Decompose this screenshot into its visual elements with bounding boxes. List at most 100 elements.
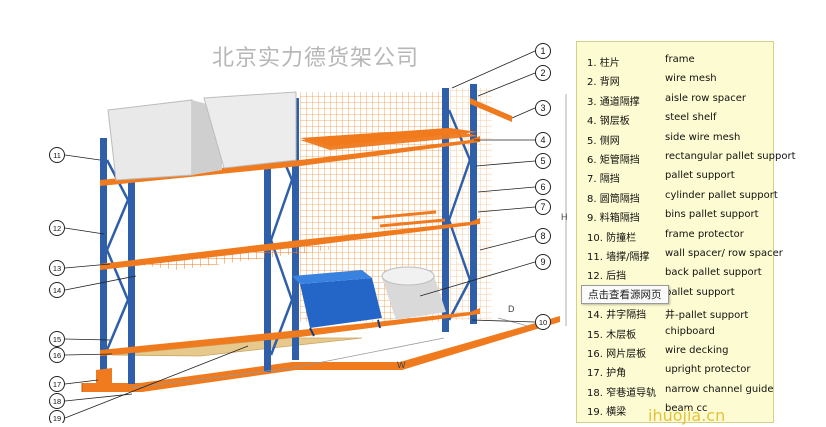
callout-leader [471, 319, 536, 323]
legend-row: 18. 窄巷道导轨 narrow channel guide [577, 384, 775, 403]
legend-cn-label: 10. 防撞栏 [587, 232, 637, 244]
legend-en-label: narrow channel guide [665, 383, 774, 395]
view-source-tooltip[interactable]: 点击查看源网页 [581, 285, 669, 304]
callout-leader [64, 345, 249, 419]
footer-watermark: ihuojia.cn [648, 406, 726, 425]
legend-en-label: frame protector [665, 228, 744, 240]
callout-circle [535, 179, 551, 195]
legend-panel: 1. 柱片 frame 2. 背网 wire mesh 3. 通道隔撑 aisle row… [576, 41, 796, 423]
callout-circle [49, 331, 65, 347]
aisle-row-spacer [470, 98, 512, 122]
callout-leader [451, 50, 536, 89]
callout-number: 15 [53, 335, 61, 344]
callout-number: 9 [540, 257, 545, 267]
legend-row: 17. 护角 upright protector [577, 364, 775, 383]
legend-row: 2. 背网 wire mesh [577, 73, 775, 92]
legend-en-label: aisle row spacer [665, 92, 747, 104]
dimension-lines [129, 94, 567, 389]
legend-row: 10. 防撞栏 frame protector [577, 229, 775, 248]
legend-row: 7. 隔挡 pallet support [577, 170, 775, 189]
legend-cn-label: 4. 钢层板 [587, 116, 630, 128]
callout-circle [49, 282, 65, 298]
chipboard-shelf [111, 337, 363, 357]
callout-leader [64, 338, 111, 341]
legend-cn-label: 15. 木层板 [587, 329, 637, 341]
callout-number: 11 [53, 151, 61, 160]
width-label: W [397, 360, 406, 370]
callout-leader [64, 275, 137, 291]
upright-protector [96, 368, 112, 388]
callout-circle [535, 153, 551, 169]
legend-en-label: frame [665, 54, 695, 65]
legend-row: 8. 圆筒隔挡 cylinder pallet support [577, 189, 778, 209]
legend-cn-label: 17. 护角 [587, 368, 627, 380]
legend-en-label: upright protector [665, 364, 751, 376]
legend-en-label: pallet support [665, 286, 735, 298]
legend-en-label: side wire mesh [665, 131, 741, 143]
callout-leader [64, 393, 133, 402]
steel-shelf [300, 128, 478, 150]
legend-en-label: wire mesh [665, 73, 717, 85]
legend-en-label: rectangular pallet support [665, 151, 796, 162]
legend-cn-label: 3. 通道隔撑 [587, 96, 640, 108]
legend-cn-label: 11. 墙撑/隔撑 [587, 252, 650, 263]
legend-en-label: back pallet support [665, 267, 762, 279]
legend-cn-label: 1. 柱片 [587, 58, 620, 69]
legend-cn-label: 16. 网片层板 [587, 349, 647, 360]
callout-number: 18 [53, 397, 61, 406]
callout-leader [477, 72, 536, 97]
legend-cn-label: 2. 背网 [587, 77, 620, 89]
callout-circle [49, 347, 65, 363]
callout-leader [477, 206, 536, 213]
callout-leader [475, 160, 536, 167]
legend-cn-label: 12. 后挡 [587, 271, 627, 283]
legend-row: 12. 后挡 back pallet support [577, 267, 775, 286]
callout-leader [64, 263, 111, 269]
legend-cn-label: 8. 圆筒隔挡 [587, 193, 640, 205]
callout-leader [64, 353, 113, 356]
callout-circle [535, 65, 551, 81]
callout-number: 10 [539, 318, 547, 327]
callout-leader [419, 261, 536, 297]
callout-number: 8 [540, 231, 545, 241]
white-boxes [107, 91, 297, 181]
legend-row: 4. 钢层板 steel shelf [577, 112, 775, 131]
callout-circle [535, 254, 551, 270]
callout-circle [49, 147, 65, 163]
callout-leader [64, 154, 101, 161]
legend-cn-label: 18. 窄巷道导轨 [587, 387, 657, 399]
legend-en-label: cylinder pallet support [665, 189, 778, 201]
callout-circle [49, 260, 65, 276]
callout-circle [535, 43, 551, 59]
callout-leader [477, 186, 536, 193]
callout-number: 1 [540, 46, 545, 56]
blue-bin [292, 270, 382, 337]
callout-number: 2 [540, 68, 545, 78]
callout-number: 4 [540, 135, 545, 145]
legend-en-label: steel shelf [665, 112, 717, 124]
legend-cn-label: 9. 料箱隔挡 [587, 213, 640, 225]
legend-row: 1. 柱片 frame [577, 54, 775, 73]
legend-cn-label: 19. 横梁 [587, 407, 627, 419]
legend-en-label: pallet support [665, 170, 735, 182]
callout-leader [479, 235, 536, 251]
callout-number: 12 [53, 224, 61, 233]
company-watermark: 北京实力德货架公司 [212, 46, 420, 71]
callout-number: 6 [540, 182, 545, 192]
legend-en-label: 井-pallet support [665, 310, 749, 322]
legend-row: 14. 井字隔挡井-pallet support [577, 306, 775, 325]
height-label: H [561, 212, 568, 222]
legend-cn-label: 7. 隔挡 [587, 174, 620, 186]
callout-circle [535, 199, 551, 215]
callout-circle [535, 314, 551, 330]
pallet-support-bars [371, 210, 446, 228]
callout-circle [49, 376, 65, 392]
callout-circle [535, 228, 551, 244]
callout-number: 13 [53, 264, 61, 273]
